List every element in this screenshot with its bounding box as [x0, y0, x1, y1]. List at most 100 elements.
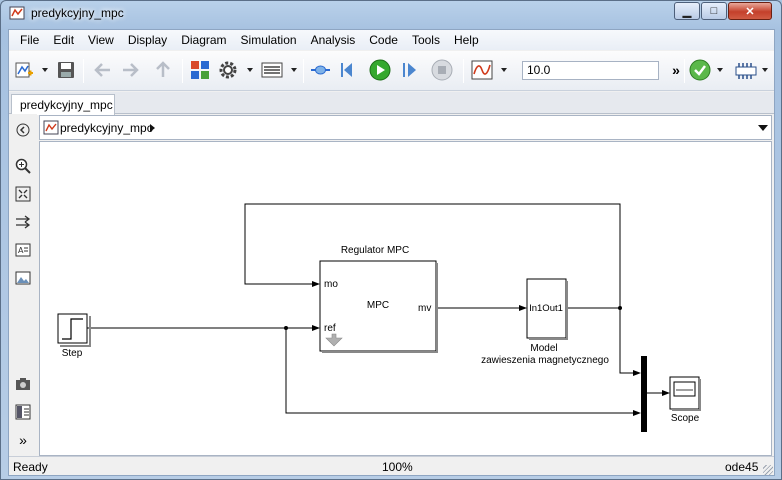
- menu-simulation[interactable]: Simulation: [240, 33, 297, 47]
- menu-view[interactable]: View: [88, 33, 114, 47]
- model-advisor-button[interactable]: [689, 59, 711, 81]
- arrowhead: [312, 281, 320, 287]
- gear-icon: [219, 61, 237, 79]
- svg-text:A: A: [18, 246, 24, 255]
- forward-button[interactable]: [119, 59, 141, 81]
- ref-to-mux-line[interactable]: [285, 328, 633, 414]
- model-browser-button[interactable]: [14, 403, 32, 421]
- model-browser-icon: [15, 404, 31, 420]
- build-dropdown-icon[interactable]: [762, 68, 768, 72]
- image-button[interactable]: [14, 269, 32, 287]
- resize-grip[interactable]: [763, 465, 773, 475]
- double-chevron-icon: »: [19, 432, 27, 448]
- arrowhead: [662, 390, 670, 396]
- fit-to-view-button[interactable]: [14, 185, 32, 203]
- run-button[interactable]: [369, 59, 391, 81]
- block-diagram[interactable]: Step Regulator MPC MPC mo ref mv: [40, 142, 771, 455]
- save-button[interactable]: [55, 59, 77, 81]
- menu-file[interactable]: File: [20, 33, 40, 47]
- inspector-dropdown-icon[interactable]: [501, 68, 507, 72]
- mpc-block-title: Regulator MPC: [341, 245, 409, 256]
- simulation-data-inspector-button[interactable]: [471, 59, 493, 81]
- sidebar-expand-button[interactable]: »: [14, 431, 32, 449]
- step-forward-icon: [403, 63, 416, 77]
- signal-plot-icon: [471, 60, 493, 80]
- menu-help[interactable]: Help: [453, 33, 479, 47]
- menu-display[interactable]: Display: [127, 33, 168, 47]
- back-button[interactable]: [92, 59, 114, 81]
- menu-analysis[interactable]: Analysis: [310, 33, 356, 47]
- junction-dots: [284, 306, 622, 330]
- screenshot-button[interactable]: [14, 375, 32, 393]
- checkmark-icon: [689, 59, 711, 81]
- annotation-button[interactable]: A: [14, 241, 32, 259]
- minimize-icon: ▁: [682, 5, 692, 18]
- stop-time-input[interactable]: 10.0: [522, 61, 659, 80]
- diagram-canvas[interactable]: Step Regulator MPC MPC mo ref mv: [39, 141, 772, 456]
- menu-code[interactable]: Code: [369, 33, 398, 47]
- minimize-button[interactable]: ▁: [674, 2, 700, 20]
- toolbar-overflow-button[interactable]: »: [665, 59, 687, 81]
- annotation-icon: A: [15, 243, 31, 257]
- mpc-port-mo: mo: [324, 279, 338, 290]
- scope-block[interactable]: Scope: [669, 376, 701, 424]
- menu-tools[interactable]: Tools: [411, 33, 440, 47]
- branch-point: [618, 306, 622, 310]
- tab-model[interactable]: predykcyjny_mpc: [11, 94, 115, 115]
- model-icon: [43, 120, 59, 135]
- play-icon: [369, 59, 391, 81]
- model-config-button[interactable]: [217, 59, 239, 81]
- mpc-block[interactable]: Regulator MPC MPC mo ref mv: [319, 245, 438, 353]
- status-bar: Ready 100% ode45: [9, 456, 774, 475]
- model-label: Model: [530, 343, 557, 354]
- new-model-icon: [15, 62, 33, 78]
- build-model-button[interactable]: [735, 59, 757, 81]
- model-block[interactable]: In1Out1 Model zawieszenia magnetycznego: [481, 278, 609, 366]
- scope-label: Scope: [671, 413, 700, 424]
- config-dropdown-icon[interactable]: [247, 68, 253, 72]
- model-explorer-button[interactable]: [261, 59, 283, 81]
- client-area: File Edit View Display Diagram Simulatio…: [8, 29, 775, 476]
- title-bar[interactable]: predykcyjny_mpc ▁ □ ✕: [1, 1, 781, 27]
- camera-icon: [16, 378, 30, 390]
- menu-edit[interactable]: Edit: [53, 33, 75, 47]
- breadcrumb[interactable]: predykcyjny_mpc: [60, 121, 153, 135]
- feedback-line[interactable]: [244, 203, 621, 308]
- solver-name[interactable]: ode45: [725, 460, 759, 474]
- menu-diagram[interactable]: Diagram: [181, 33, 227, 47]
- up-button[interactable]: [152, 59, 174, 81]
- new-model-dropdown-icon[interactable]: [42, 68, 48, 72]
- mux-block[interactable]: [641, 356, 647, 432]
- step-block[interactable]: Step: [57, 313, 91, 359]
- branch-point: [284, 326, 288, 330]
- stop-button[interactable]: [431, 59, 453, 81]
- mpc-port-ref: ref: [324, 323, 336, 334]
- explorer-dropdown-icon[interactable]: [291, 68, 297, 72]
- step-forward-button[interactable]: [399, 59, 421, 81]
- refresh-model-button[interactable]: [309, 59, 331, 81]
- mpc-block-center: MPC: [367, 300, 389, 311]
- signal-routing-button[interactable]: [14, 213, 32, 231]
- step-back-button[interactable]: [337, 59, 359, 81]
- address-bar[interactable]: predykcyjny_mpc: [39, 115, 772, 140]
- arrowhead: [633, 410, 641, 416]
- zoom-button[interactable]: [14, 157, 32, 175]
- signal-lines[interactable]: [87, 203, 662, 414]
- close-button[interactable]: ✕: [728, 2, 772, 20]
- scope-screen-icon: [673, 381, 696, 397]
- model-out-line[interactable]: [566, 307, 633, 374]
- new-model-button[interactable]: [13, 59, 35, 81]
- arrowheads: [312, 281, 670, 416]
- library-browser-button[interactable]: [189, 59, 211, 81]
- hide-browser-button[interactable]: [14, 121, 32, 139]
- status-text: Ready: [13, 460, 48, 474]
- zoom-level[interactable]: 100%: [382, 460, 413, 474]
- maximize-button[interactable]: □: [701, 2, 727, 20]
- image-icon: [15, 271, 31, 285]
- arrowhead: [312, 325, 320, 331]
- chevron-down-icon[interactable]: [758, 125, 768, 131]
- advisor-dropdown-icon[interactable]: [717, 68, 723, 72]
- breadcrumb-chevron-icon[interactable]: [150, 124, 155, 132]
- down-arrow-icon: [325, 333, 343, 347]
- arrowhead: [519, 305, 527, 311]
